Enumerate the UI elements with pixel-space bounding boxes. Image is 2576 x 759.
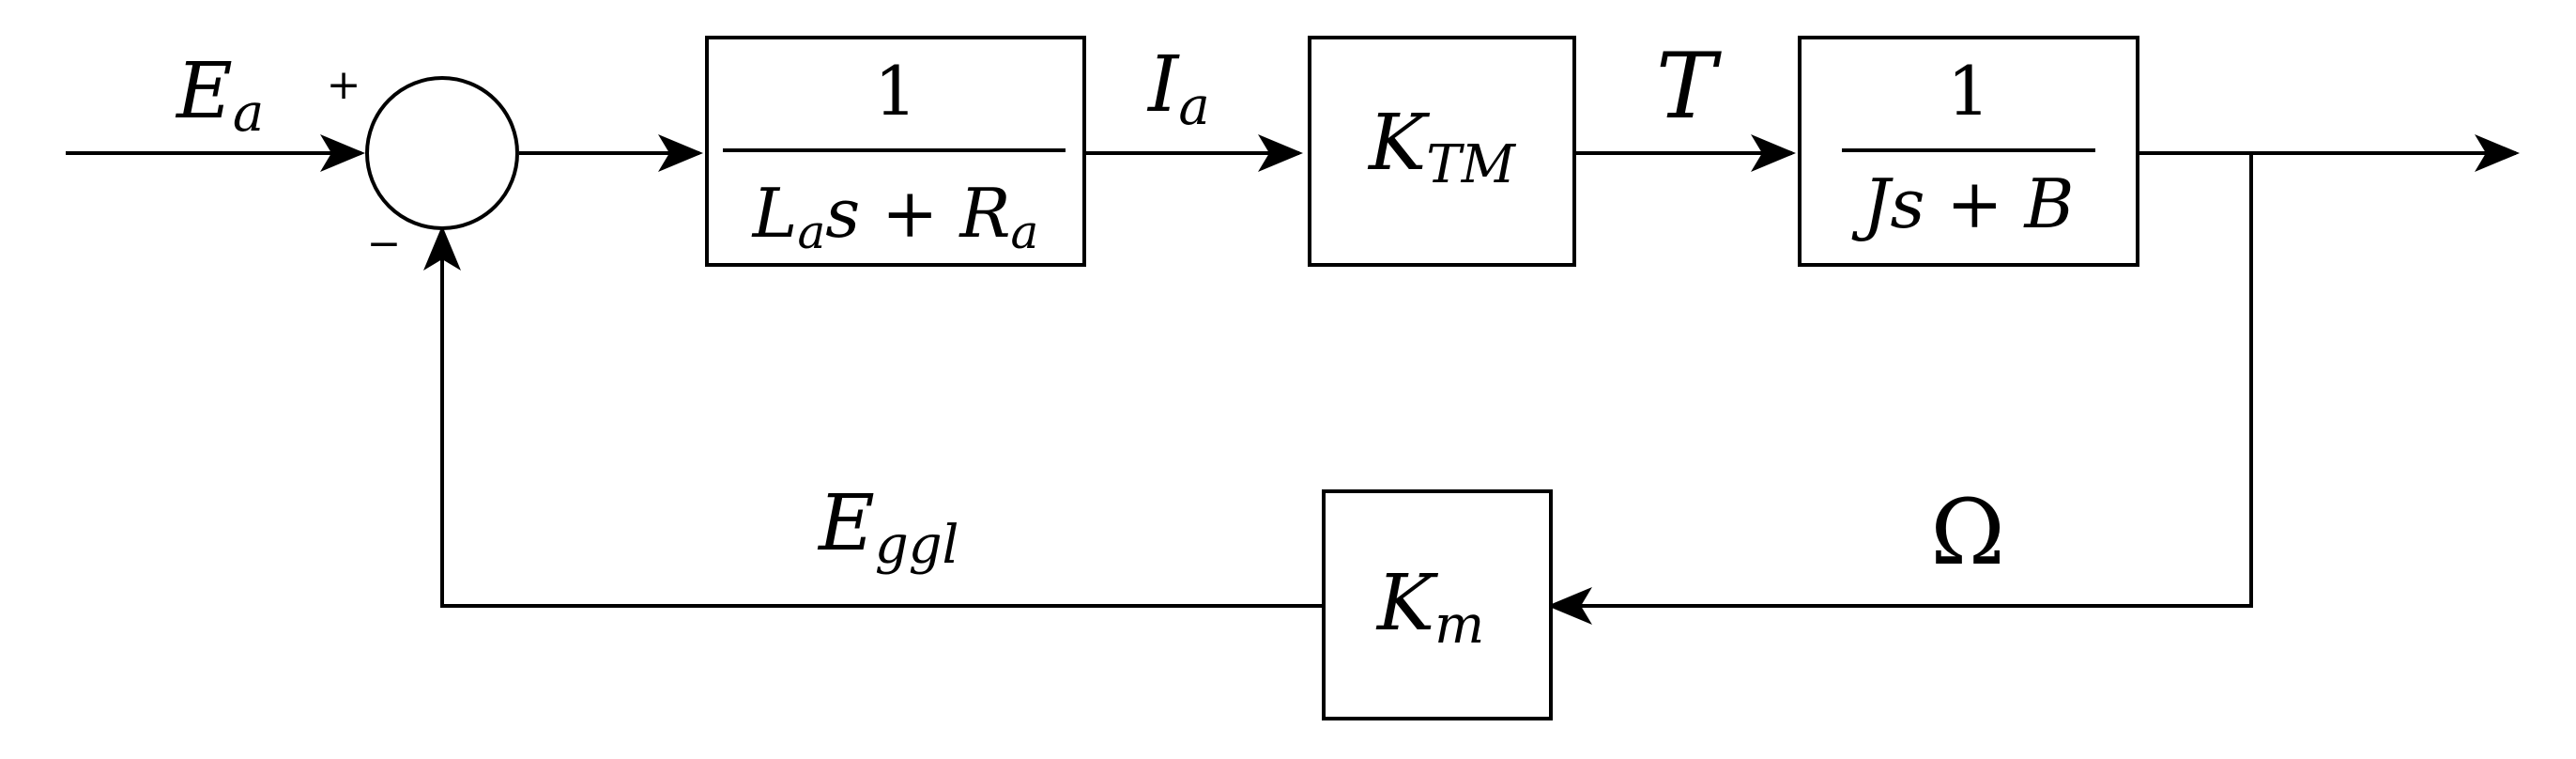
feedback-to-sum-wire: [423, 225, 1322, 608]
feedback-constant-block: [1322, 489, 1553, 720]
plus-sign: +: [327, 61, 361, 109]
summing-junction: [365, 76, 519, 230]
minus-sign: −: [367, 220, 402, 268]
current-signal-main: I: [1146, 40, 1180, 130]
takeoff-to-feedback-wire: [1547, 153, 2253, 625]
feedback-signal-main: E: [817, 479, 875, 568]
feedback-signal-label: Eggl: [817, 479, 958, 576]
input-signal-sub: a: [233, 83, 264, 144]
current-signal-label: Ia: [1146, 40, 1210, 137]
feedback-constant-label: Km: [1375, 559, 1484, 656]
torque-constant-block: [1308, 36, 1576, 267]
feedback-signal-sub: ggl: [875, 515, 959, 576]
output-signal-label: Ω: [1930, 480, 2005, 585]
current-signal-sub: a: [1178, 76, 1209, 137]
armature-denominator: Las + Ra: [751, 174, 1039, 259]
armature-numerator: 1: [874, 52, 917, 131]
mechanical-denominator: Js + B: [1851, 164, 2075, 243]
torque-signal-label: T: [1656, 34, 1722, 139]
input-signal-label: Ea: [175, 47, 264, 144]
input-signal-main: E: [175, 47, 233, 136]
torque-constant-label: KTM: [1367, 99, 1517, 195]
mechanical-numerator: 1: [1947, 52, 1990, 131]
